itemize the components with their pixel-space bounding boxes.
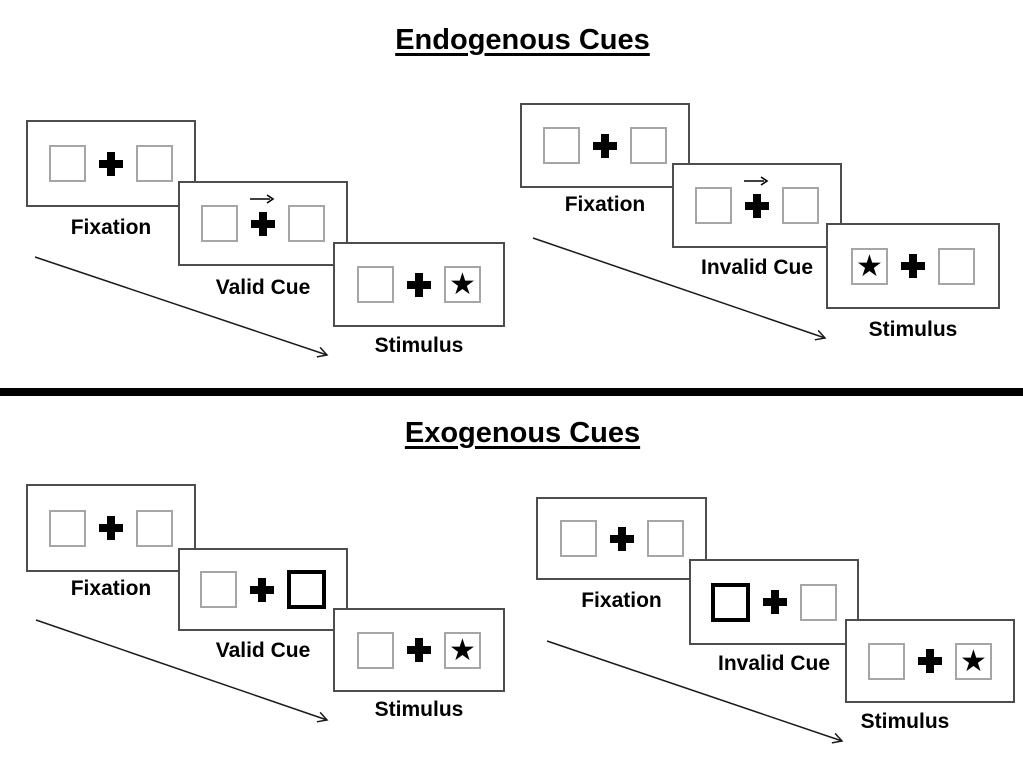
panel-endogenous-invalid-cue [672, 163, 842, 248]
star-icon: ★ [449, 267, 476, 302]
placeholder-square-right [136, 509, 173, 547]
screen-box: ★ [826, 223, 1000, 309]
target-square-left: ★ [851, 247, 888, 285]
screen-box [178, 548, 348, 631]
placeholder-square-left [559, 520, 597, 557]
panel-label-stimulus: Stimulus [860, 710, 950, 733]
section-title-endogenous: Endogenous Cues [395, 24, 650, 56]
panel-exogenous-valid-fixation [26, 484, 196, 572]
section-title-exogenous: Exogenous Cues [404, 417, 641, 449]
panel-exogenous-invalid-stimulus: ★ [845, 619, 1015, 703]
screen-box: ★ [333, 242, 505, 327]
plus-icon [407, 638, 431, 662]
placeholder-square-right [800, 583, 837, 621]
placeholder-square-right [938, 247, 975, 285]
screen-box [672, 163, 842, 248]
panel-label-fixation: Fixation [564, 193, 646, 216]
panel-label-fixation: Fixation [70, 216, 152, 239]
panel-label-stimulus: Stimulus [374, 698, 464, 721]
fixation-cross-wrap [609, 526, 634, 551]
star-icon: ★ [856, 248, 883, 284]
panel-label-valid-cue: Valid Cue [215, 276, 311, 299]
plus-icon [609, 526, 634, 551]
plus-icon [763, 590, 787, 614]
panel-label-invalid-cue: Invalid Cue [717, 652, 831, 675]
right-arrow-icon [744, 175, 769, 186]
panel-endogenous-valid-fixation [26, 120, 196, 207]
sequence-flow-arrow [35, 619, 329, 723]
fixation-cross-wrap [763, 590, 787, 614]
panel-endogenous-valid-cue [178, 181, 348, 266]
screen-box [536, 497, 707, 580]
plus-icon [918, 649, 942, 673]
cue-square-left-bold [711, 582, 750, 622]
screen-box: ★ [333, 608, 505, 692]
panel-label-invalid-cue: Invalid Cue [700, 256, 814, 279]
placeholder-square-left [201, 205, 238, 242]
plus-icon [99, 516, 123, 540]
panel-label-fixation: Fixation [581, 589, 662, 612]
placeholder-square-left [695, 187, 732, 224]
fixation-cross-wrap [99, 151, 123, 176]
placeholder-square-left [49, 509, 86, 547]
sequence-flow-arrow [34, 256, 329, 358]
fixation-cross-wrap [901, 254, 925, 278]
panel-endogenous-valid-stimulus: ★ [333, 242, 505, 327]
placeholder-square-left [49, 145, 86, 182]
placeholder-square-left [357, 266, 394, 303]
panel-exogenous-valid-stimulus: ★ [333, 608, 505, 692]
screen-box [26, 484, 196, 572]
screen-box [520, 103, 690, 188]
screen-box: ★ [845, 619, 1015, 703]
placeholder-square-right [136, 145, 173, 182]
placeholder-square-right [288, 205, 325, 242]
right-arrow-icon [250, 193, 275, 204]
plus-icon [745, 193, 769, 218]
panel-exogenous-invalid-cue [689, 559, 859, 645]
placeholder-square-left [357, 631, 394, 669]
panel-label-valid-cue: Valid Cue [215, 639, 311, 662]
star-icon: ★ [960, 643, 987, 679]
screen-box [178, 181, 348, 266]
panel-exogenous-invalid-fixation [536, 497, 707, 580]
screen-box [689, 559, 859, 645]
panel-label-stimulus: Stimulus [374, 334, 464, 357]
fixation-cross-wrap [593, 133, 617, 158]
placeholder-square-left [868, 642, 905, 680]
fixation-cross-wrap [744, 175, 769, 218]
star-icon: ★ [449, 632, 476, 668]
target-square-right: ★ [444, 266, 481, 303]
plus-icon [901, 254, 925, 278]
fixation-cross-wrap [250, 193, 275, 236]
panel-label-stimulus: Stimulus [868, 318, 958, 341]
screen-box [26, 120, 196, 207]
fixation-cross-wrap [918, 649, 942, 673]
plus-icon [250, 577, 274, 602]
placeholder-square-left [200, 571, 237, 608]
panel-endogenous-invalid-fixation [520, 103, 690, 188]
plus-icon [251, 211, 275, 236]
panel-label-fixation: Fixation [70, 577, 152, 600]
placeholder-square-right [782, 187, 819, 224]
plus-icon [593, 133, 617, 158]
placeholder-square-left [543, 127, 580, 164]
cue-square-right-bold [287, 570, 326, 609]
target-square-right: ★ [444, 631, 481, 669]
panel-exogenous-valid-cue [178, 548, 348, 631]
fixation-cross-wrap [407, 638, 431, 662]
section-divider [0, 388, 1023, 396]
target-square-right: ★ [955, 642, 992, 680]
plus-icon [407, 272, 431, 297]
sequence-flow-arrow [546, 640, 844, 744]
placeholder-square-right [630, 127, 667, 164]
sequence-flow-arrow [532, 237, 827, 341]
fixation-cross-wrap [407, 272, 431, 297]
fixation-cross-wrap [250, 577, 274, 602]
panel-endogenous-invalid-stimulus: ★ [826, 223, 1000, 309]
fixation-cross-wrap [99, 516, 123, 540]
plus-icon [99, 151, 123, 176]
placeholder-square-right [646, 520, 684, 557]
